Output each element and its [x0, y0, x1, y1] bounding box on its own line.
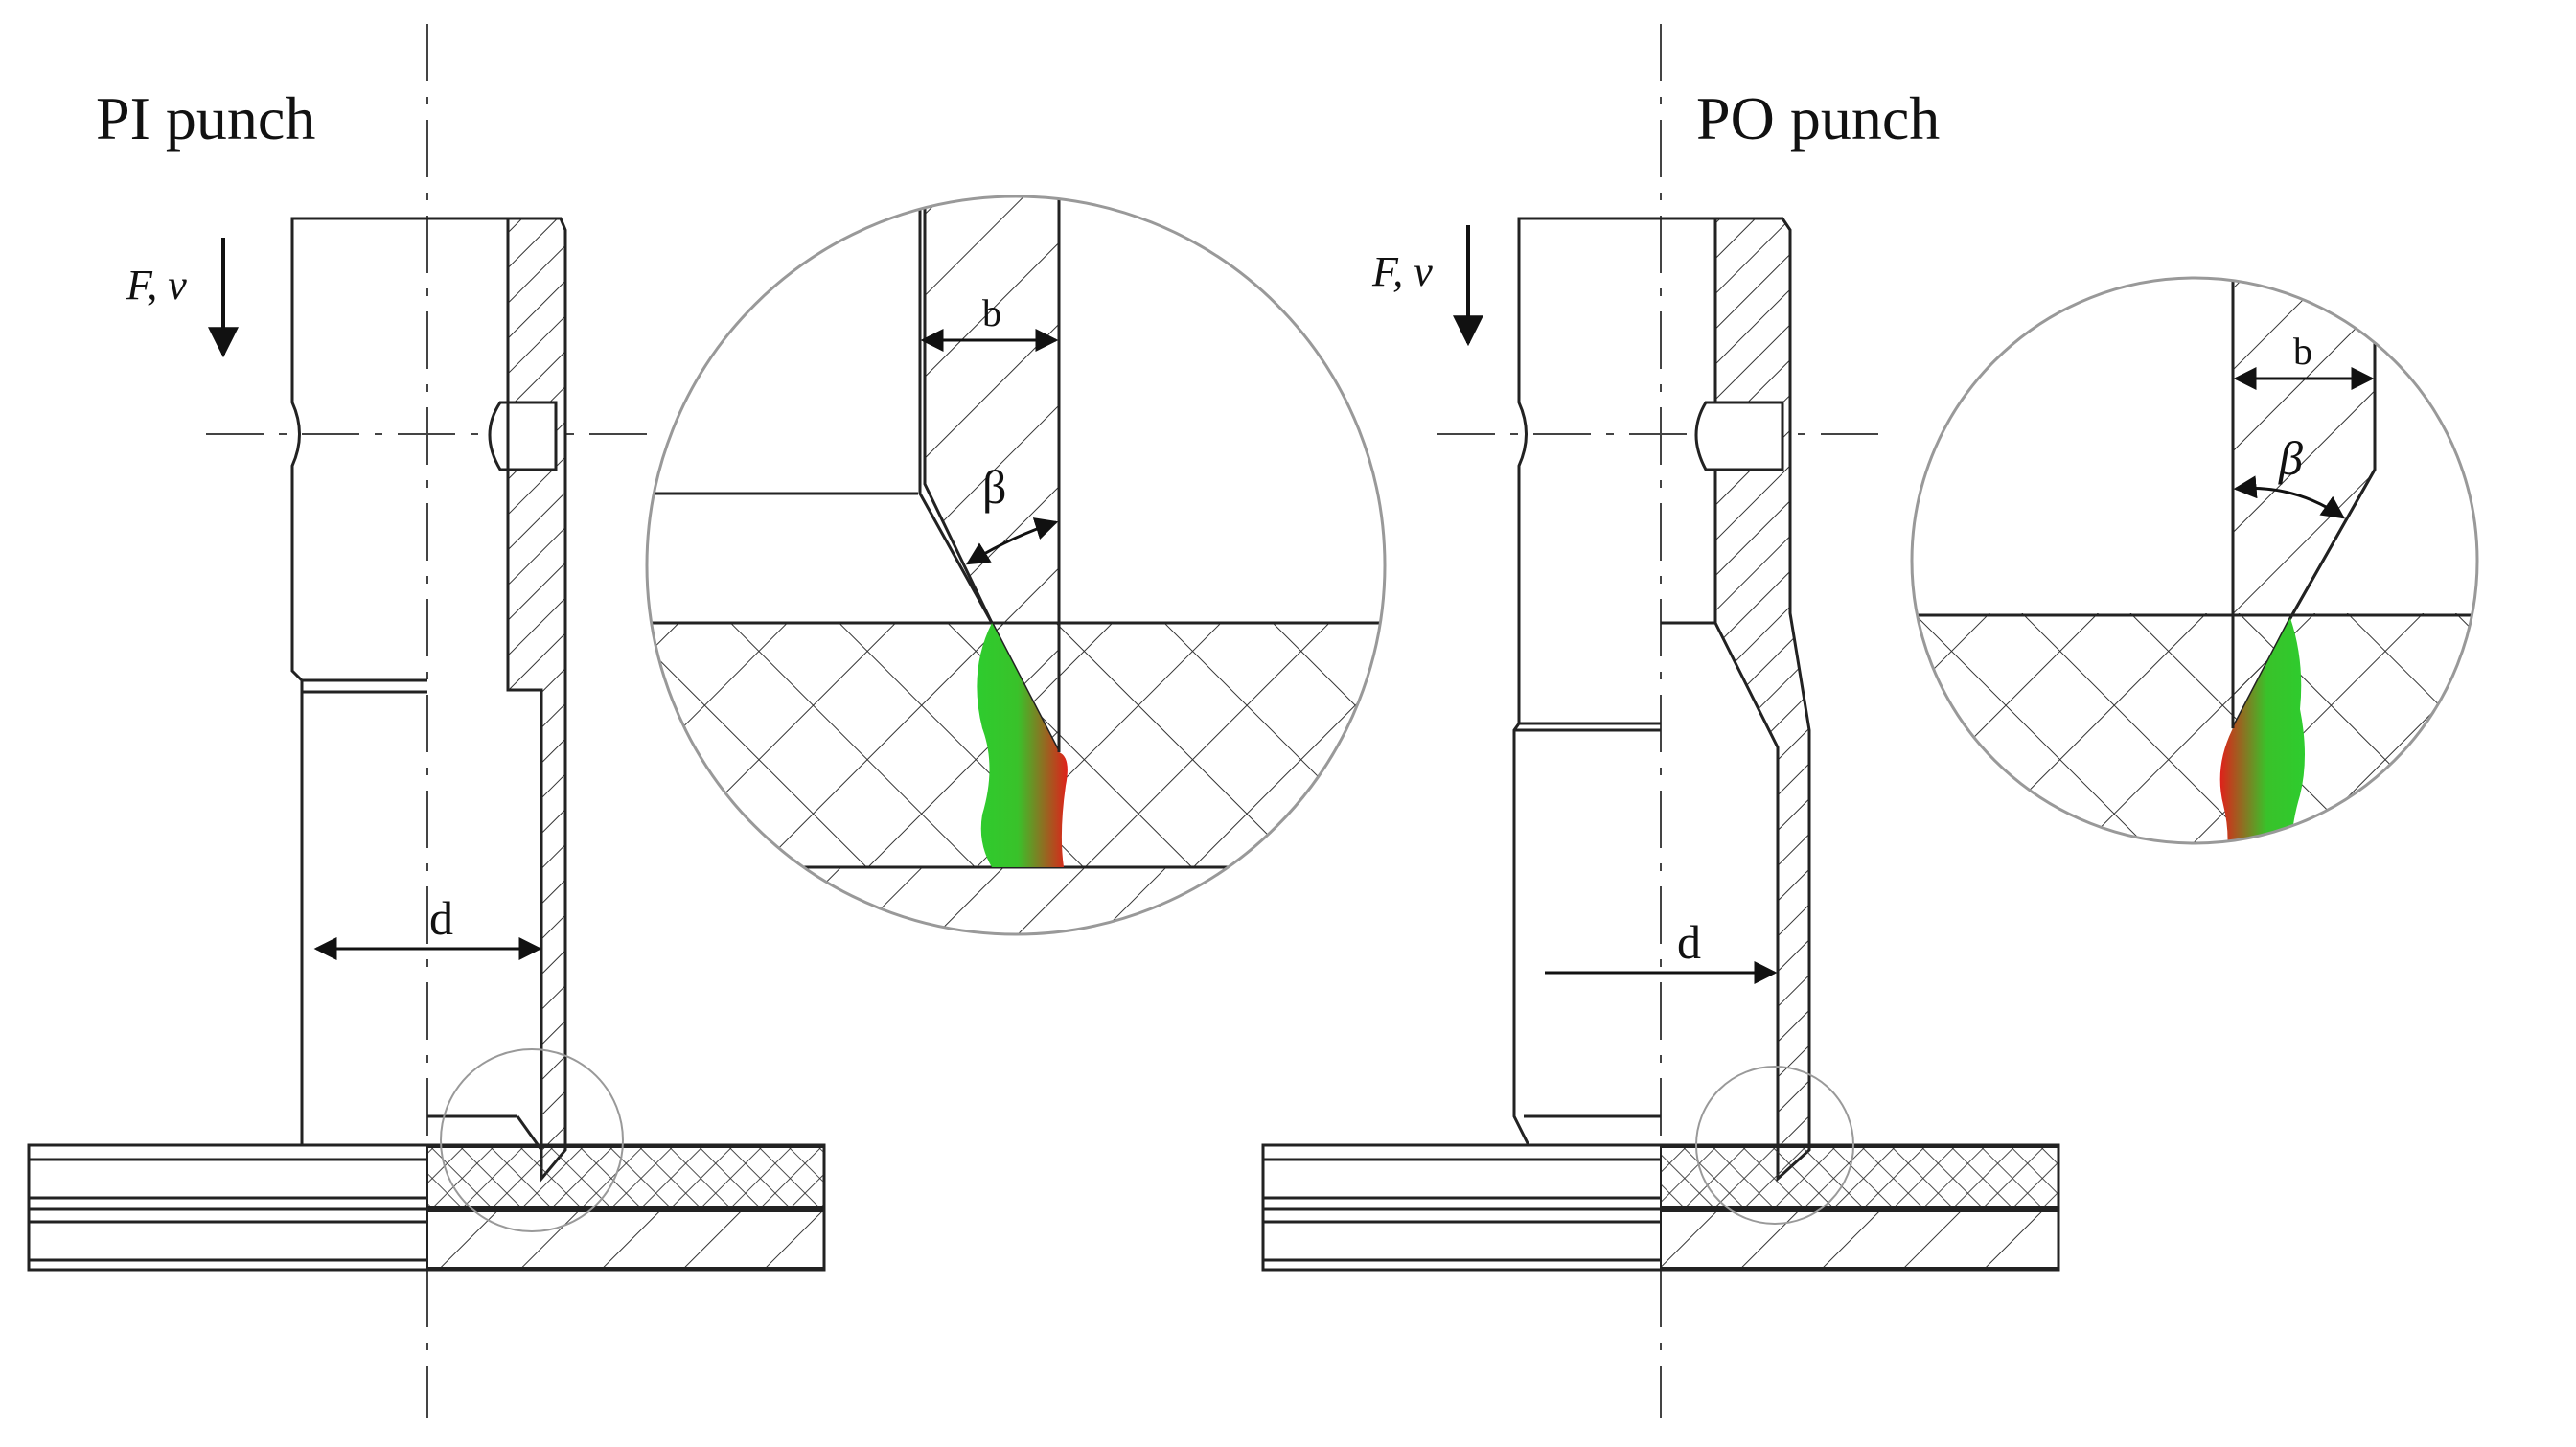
pi-diameter-label: d [429, 891, 453, 945]
po-panel: PO punch F, v d [1261, 24, 2479, 1418]
pi-punch-body [290, 217, 427, 1145]
po-force-label: F, v [1371, 248, 1433, 295]
po-force-arrow: F, v [1371, 225, 1484, 347]
po-angle-label: β [2278, 431, 2303, 485]
pi-weld-zone [977, 623, 1068, 867]
pi-workpiece [27, 1143, 826, 1272]
po-punch-wall-section [1714, 217, 1811, 1183]
po-punch-body [1512, 217, 1661, 1147]
pi-panel: PI punch F, v d [27, 24, 1387, 1418]
pi-force-label: F, v [126, 262, 187, 309]
po-diameter-label: d [1677, 915, 1701, 969]
pi-diameter-dimension: d [313, 891, 542, 960]
pi-punch-wall-section [506, 217, 567, 1183]
pi-force-arrow: F, v [126, 238, 239, 358]
pi-angle-label: β [982, 460, 1006, 514]
po-weld-zone [2220, 618, 2305, 843]
po-detail-view: b β [1910, 276, 2479, 845]
pi-title: PI punch [96, 84, 315, 152]
po-diameter-dimension: d [1545, 915, 1778, 984]
pi-detail-marker [440, 1048, 624, 1232]
po-workpiece [1261, 1143, 2060, 1272]
pi-detail-view: b β [645, 195, 1387, 936]
po-title: PO punch [1696, 84, 1940, 152]
pi-width-label: b [982, 291, 1001, 334]
po-width-label: b [2293, 330, 2312, 373]
po-detail-marker [1695, 1066, 1854, 1225]
